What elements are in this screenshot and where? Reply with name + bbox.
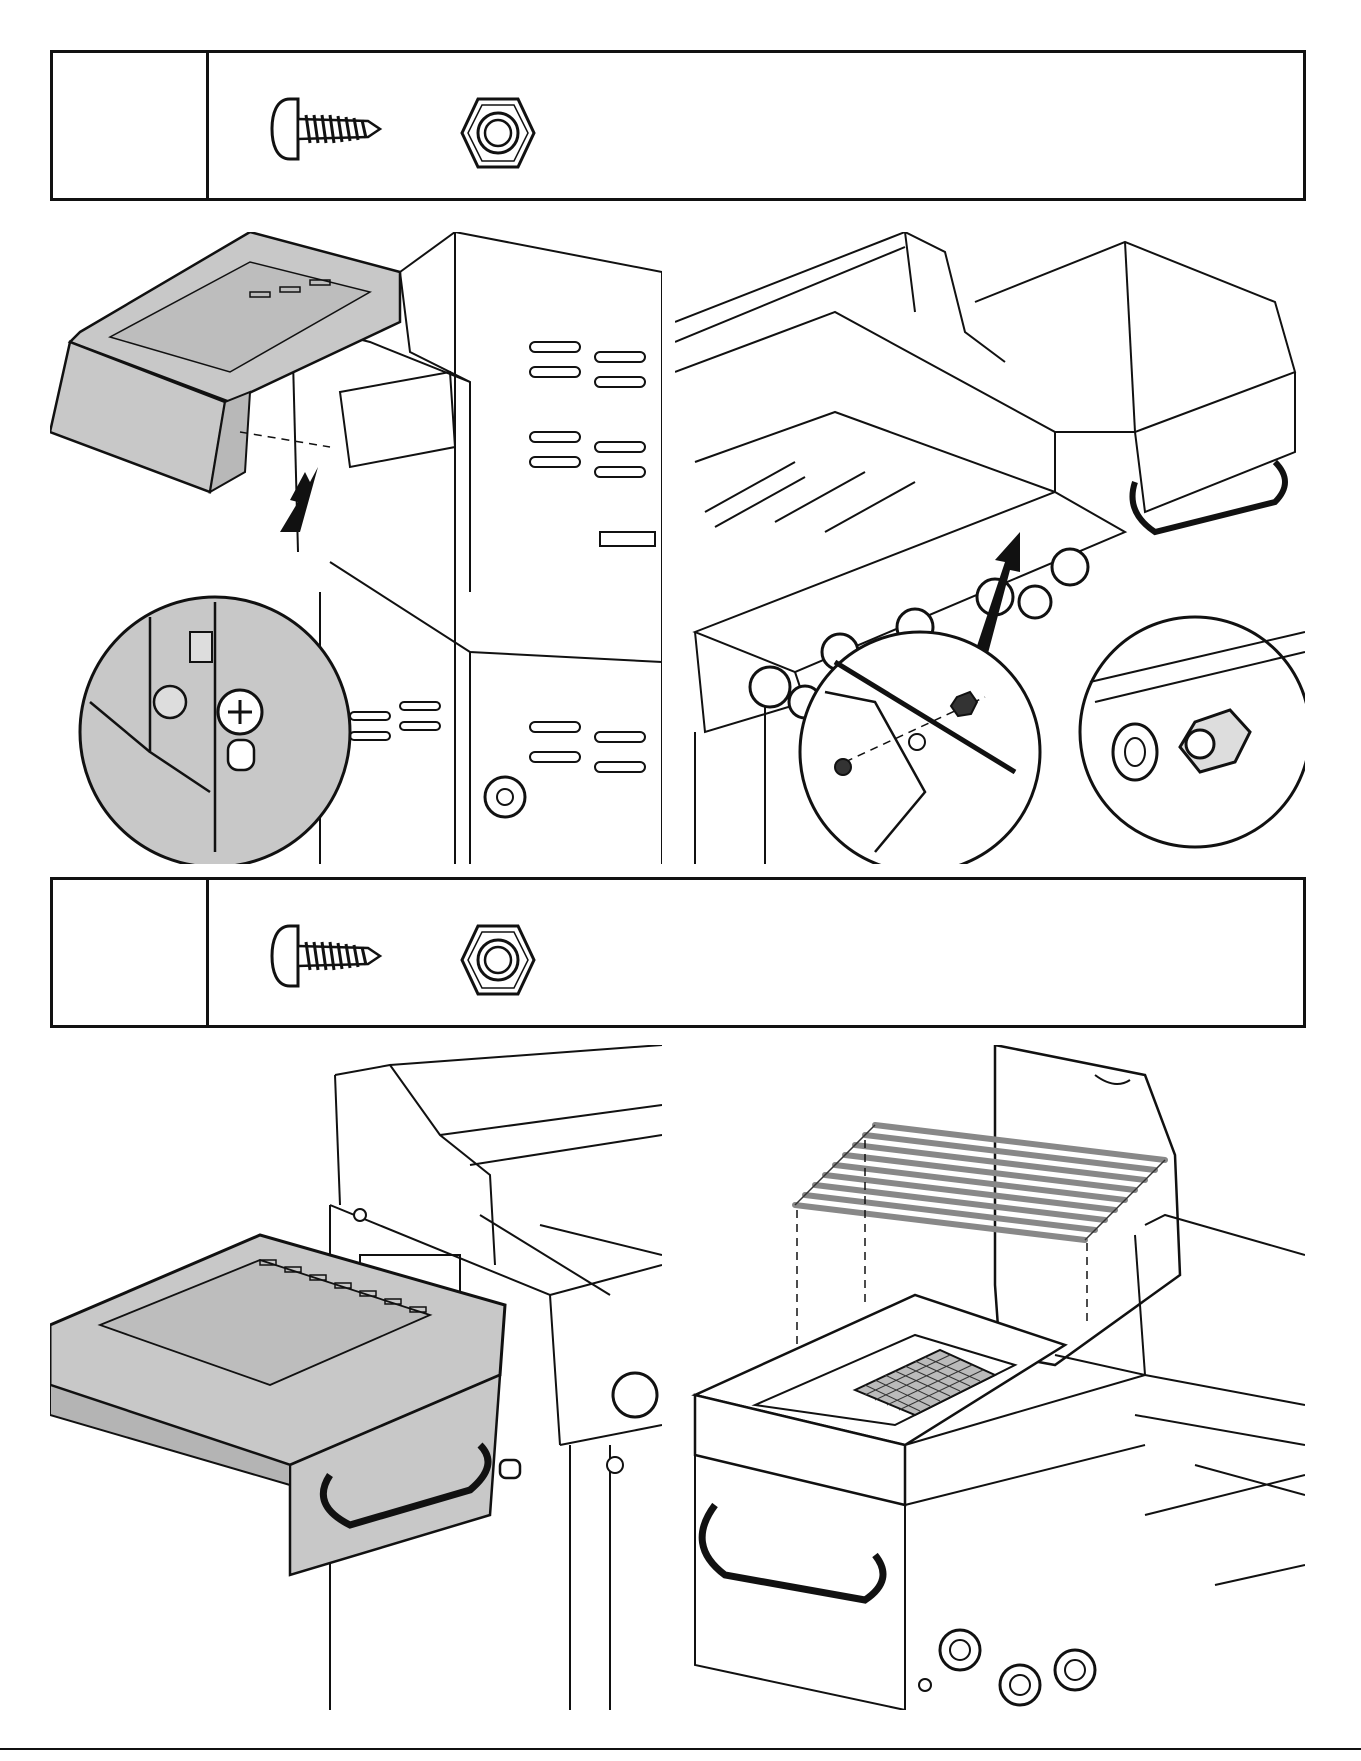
hex-nut-icon [458, 93, 538, 173]
step-2-hardware-box [50, 877, 1306, 1028]
screw-icon [268, 920, 388, 992]
side-burner-grate-illustration [675, 1045, 1305, 1710]
installed-side-shelf-illustration [50, 1045, 662, 1710]
hex-nut-icon [458, 920, 538, 1000]
step-1-hardware-box [50, 50, 1306, 201]
step-1-number-cell [53, 53, 209, 198]
step-2-number-cell [53, 880, 209, 1025]
side-shelf-attach-illustration [50, 232, 662, 864]
footer-rule [0, 1748, 1361, 1750]
control-panel-fastener-illustration [675, 232, 1305, 864]
screw-icon [268, 93, 388, 165]
